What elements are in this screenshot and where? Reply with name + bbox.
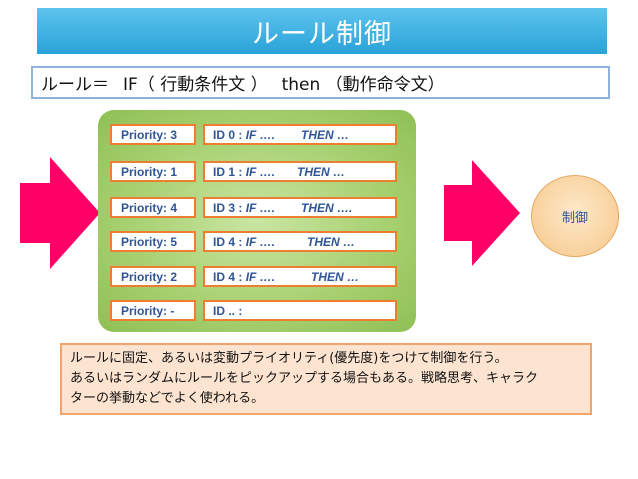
rule-format-if: IF（ 行動条件文 ） [123, 75, 268, 95]
rule-box: ID .. : [203, 300, 397, 321]
note-line: ターの挙動などでよく使われる。 [70, 391, 265, 406]
rule-if: IF …. [245, 234, 276, 249]
rule-box: ID 3 : IF …. THEN …. [203, 197, 397, 218]
output-arrow [444, 160, 520, 266]
priority-box: Priority: 3 [110, 124, 196, 145]
rule-id: ID 1 : [213, 164, 243, 179]
rule-if: IF …. [245, 269, 276, 284]
priority-box: Priority: 1 [110, 161, 196, 182]
rule-box: ID 4 : IF …. THEN … [203, 231, 397, 252]
rule-then: THEN … [307, 234, 356, 249]
rule-format-then: then （動作命令文） [281, 75, 445, 95]
control-node: 制御 [531, 175, 619, 257]
rule-box: ID 4 : IF …. THEN … [203, 266, 397, 287]
priority-label: Priority: 5 [121, 234, 178, 249]
page-title: ルール制御 [252, 18, 392, 50]
description-note: ルールに固定、あるいは変動プライオリティ(優先度)をつけて制御を行う。 あるいは… [60, 343, 592, 415]
priority-box: Priority: 2 [110, 266, 196, 287]
rule-id: ID .. : [213, 303, 243, 318]
priority-box: Priority: 5 [110, 231, 196, 252]
priority-label: Priority: 1 [121, 164, 178, 179]
priority-label: Priority: 3 [121, 127, 178, 142]
input-arrow [20, 157, 100, 269]
rule-id: ID 0 : [213, 127, 243, 142]
rule-box: ID 0 : IF …. THEN … [203, 124, 397, 145]
note-line: あるいはランダムにルールをピックアップする場合もある。戦略思考、キャラク [70, 371, 539, 386]
rule-panel [98, 110, 416, 332]
rule-then: THEN … [301, 127, 350, 142]
rule-format-label: ルール＝ [41, 75, 109, 95]
priority-box: Priority: - [110, 300, 196, 321]
note-line: ルールに固定、あるいは変動プライオリティ(優先度)をつけて制御を行う。 [70, 351, 508, 366]
priority-box: Priority: 4 [110, 197, 196, 218]
priority-label: Priority: 2 [121, 269, 178, 284]
rule-id: ID 4 : [213, 234, 243, 249]
priority-label: Priority: - [121, 303, 175, 318]
title-banner: ルール制御 [37, 8, 607, 54]
rule-format-box: ルール＝ IF（ 行動条件文 ） then （動作命令文） [31, 66, 610, 99]
rule-id: ID 3 : [213, 200, 243, 215]
rule-id: ID 4 : [213, 269, 243, 284]
priority-label: Priority: 4 [121, 200, 178, 215]
rule-if: IF …. [245, 127, 276, 142]
rule-then: THEN …. [301, 200, 353, 215]
rule-if: IF …. [245, 200, 276, 215]
control-label: 制御 [561, 210, 588, 226]
rule-then: THEN … [311, 269, 360, 284]
rule-box: ID 1 : IF …. THEN … [203, 161, 397, 182]
rule-if: IF …. [245, 164, 276, 179]
rule-then: THEN … [297, 164, 346, 179]
